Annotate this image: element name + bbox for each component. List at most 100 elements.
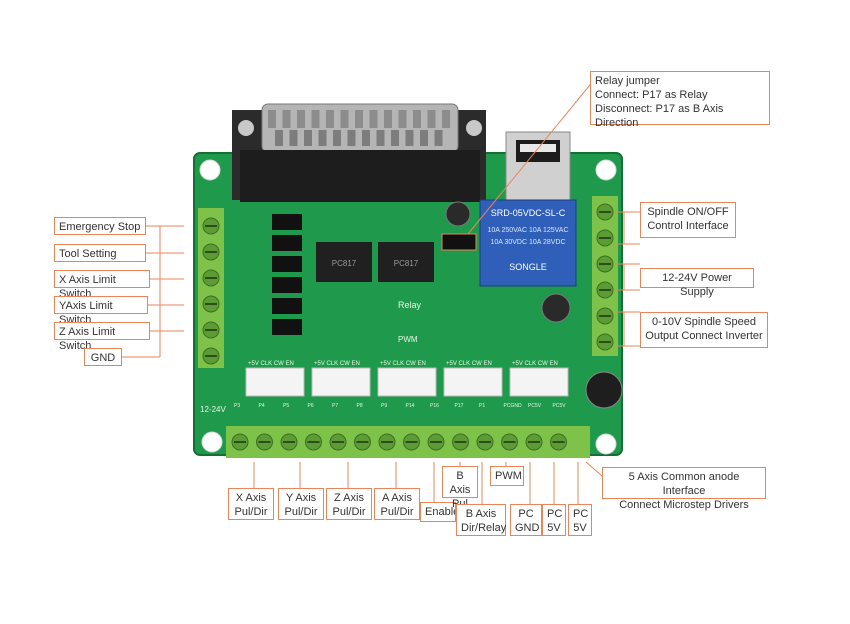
terminal-silk-label: P5 (283, 403, 289, 409)
db25-pin (282, 110, 291, 128)
x-limit-callout: X Axis Limit Switch (54, 270, 150, 300)
optocoupler (272, 235, 302, 251)
relay-jumper-callout: Relay jumper Connect: P17 as Relay Disco… (590, 71, 770, 129)
capacitor (445, 201, 471, 227)
header-silk-label: +5V CLK CW EN (314, 361, 360, 367)
terminal-silk-label: P14 (406, 403, 415, 409)
terminal-body (198, 208, 224, 368)
power-silk-label: 12-24V (200, 405, 226, 414)
db25-pin (384, 110, 392, 128)
db25-pin (311, 110, 320, 128)
terminal-silk-label: P4 (259, 403, 265, 409)
terminal-silk-label: P16 (430, 403, 439, 409)
stepper-header (311, 367, 371, 397)
usb-connector (505, 131, 571, 201)
left-terminal-block (198, 208, 224, 368)
db25-pin (340, 110, 349, 128)
relay-silk-label: Relay (398, 300, 422, 310)
capacitor (585, 371, 623, 409)
mounting-hole (595, 433, 617, 455)
stepper-headers: +5V CLK CW EN +5V CLK CW EN +5V CLK CW EN +… (245, 361, 569, 397)
callout-lines (122, 79, 640, 504)
pwm-callout: PWM (490, 466, 524, 486)
callout-line: Disconnect: P17 as B Axis Direction (595, 103, 724, 129)
optocoupler (272, 256, 302, 272)
terminal-body (592, 196, 618, 356)
mounting-hole (595, 159, 617, 181)
db25-pin (427, 110, 436, 128)
ic-chip: PC817 (316, 242, 372, 282)
terminal-silk-label: P17 (455, 403, 464, 409)
tool-setting-callout: Tool Setting (54, 244, 146, 262)
optocoupler (272, 277, 302, 293)
header-silk-label: +5V CLK CW EN (380, 361, 426, 367)
db25-pin (405, 130, 414, 146)
y-limit-callout: YAxis Limit Switch (54, 296, 148, 326)
header-silk-label: +5V CLK CW EN (248, 361, 294, 367)
header-silk-label: +5V CLK CW EN (512, 361, 558, 367)
db25-pin (275, 130, 283, 146)
capacitor (541, 293, 571, 323)
db25-pin (362, 130, 370, 146)
db25-pin (442, 110, 450, 128)
enable-callout: Enable (420, 502, 456, 522)
terminal-silk-label: PCGND (504, 403, 522, 409)
relay-model-label: SRD-05VDC-SL-C (491, 208, 566, 218)
power-callout: 12-24V Power Supply (640, 268, 754, 298)
terminal-silk-label: P1 (479, 403, 485, 409)
optocoupler (272, 214, 302, 230)
terminal-silk-label: P3 (234, 403, 240, 409)
right-terminal-block (592, 196, 618, 356)
optocoupler-group (272, 214, 302, 335)
optocoupler (272, 319, 302, 335)
db25-pin (347, 130, 356, 146)
mounting-hole (199, 159, 221, 181)
db25-pin (297, 110, 305, 128)
z-limit-callout: Z Axis Limit Switch (54, 322, 150, 352)
emergency-stop-callout: Emergency Stop (54, 217, 146, 235)
terminal-silk-label: PC5V (528, 403, 542, 409)
db25-pin (376, 130, 385, 146)
terminal-silk-label: P8 (357, 403, 363, 409)
relay: SRD-05VDC-SL-C 10A 250VAC 10A 125VAC 10A… (479, 199, 577, 287)
db25-pin (434, 130, 443, 146)
stepper-header (443, 367, 503, 397)
pwm-silk-label: PWM (398, 335, 418, 344)
db25-pin (420, 130, 428, 146)
terminal-silk-label: PC5V (553, 403, 567, 409)
callout-line: Connect: P17 as Relay (595, 89, 708, 101)
mounting-hole (201, 431, 223, 453)
relay-jumper (441, 233, 477, 251)
relay-rating-label: 10A 30VDC 10A 28VDC (490, 239, 565, 246)
callout-line: Relay jumper (595, 75, 660, 87)
relay-rating-label: 10A 250VAC 10A 125VAC (487, 227, 568, 234)
db25-pin (289, 130, 298, 146)
db25-pin (268, 110, 276, 128)
db25-pin (326, 110, 334, 128)
db25-pin (391, 130, 399, 146)
header-silk-label: +5V CLK CW EN (446, 361, 492, 367)
terminal-silk-label: P6 (308, 403, 314, 409)
db25-pin (304, 130, 312, 146)
stepper-header (509, 367, 569, 397)
svg-text:PC817: PC817 (332, 259, 357, 268)
terminal-silk-label: P7 (332, 403, 338, 409)
db25-connector (232, 103, 486, 202)
db25-pin (355, 110, 363, 128)
optocoupler (272, 298, 302, 314)
stepper-header (377, 367, 437, 397)
stepper-header (245, 367, 305, 397)
db25-pin (413, 110, 421, 128)
